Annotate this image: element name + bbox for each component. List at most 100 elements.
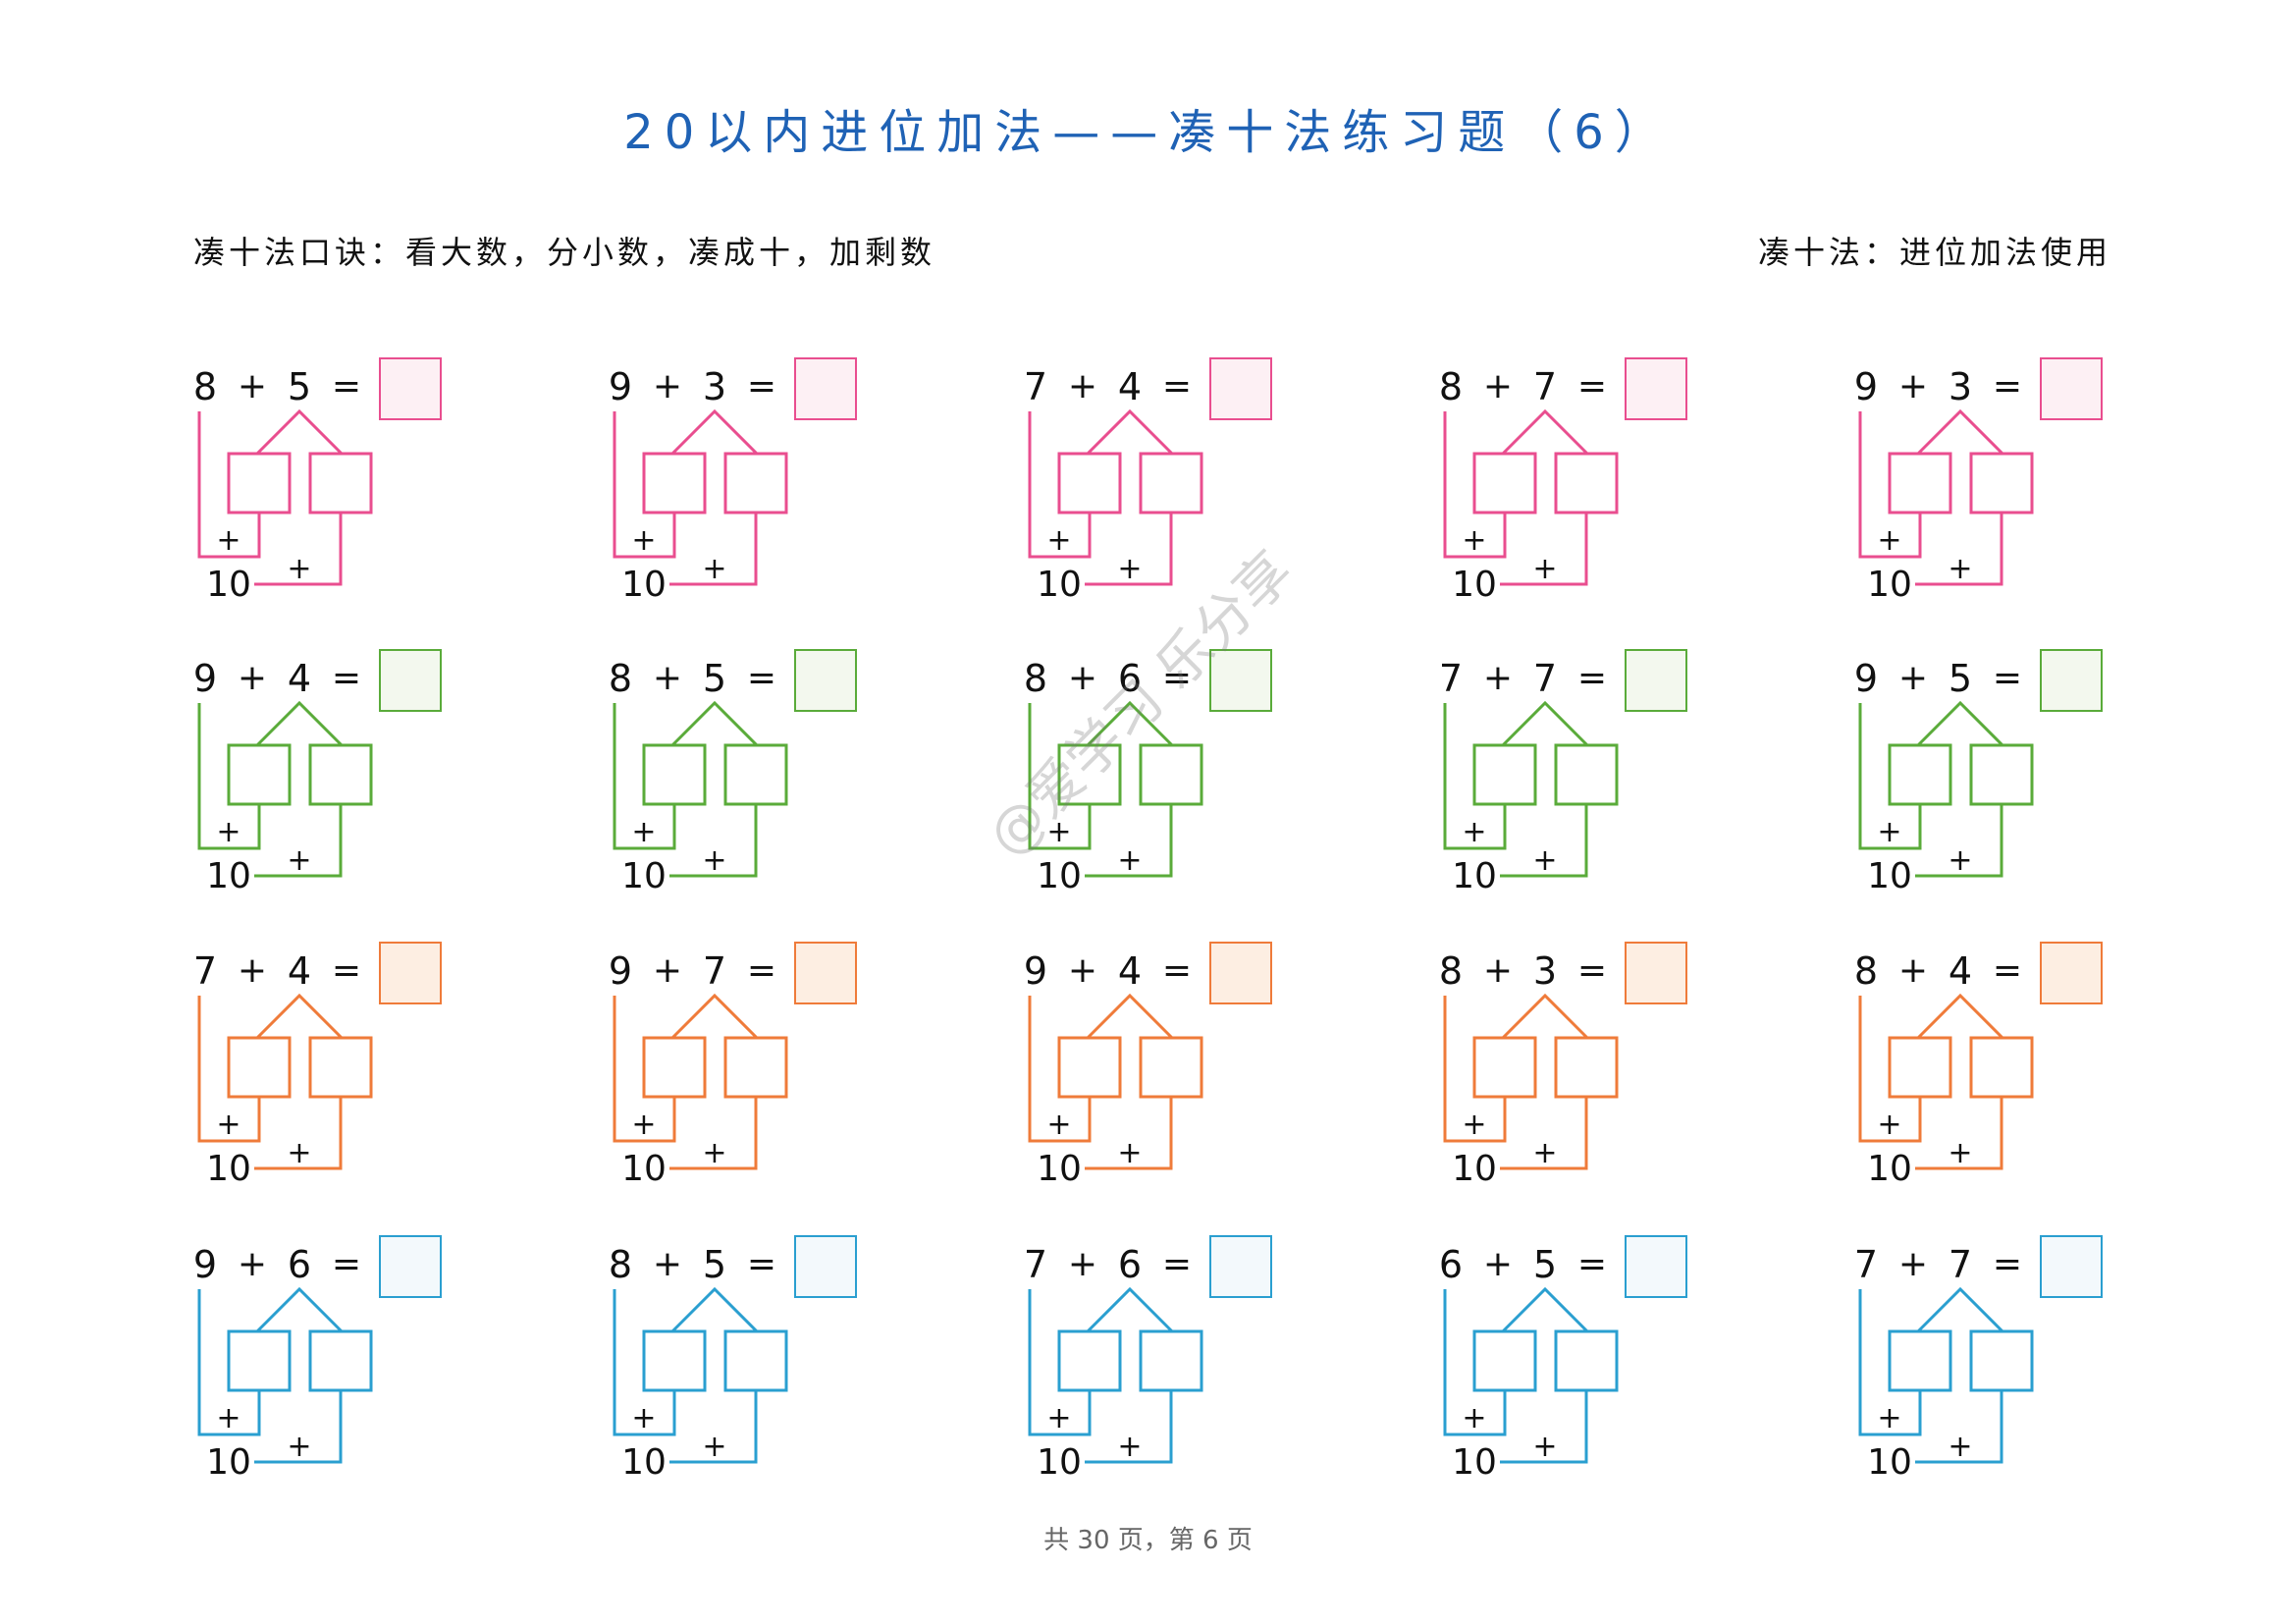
split-box-left[interactable] <box>1057 452 1122 514</box>
addend-b: 6 <box>1118 657 1142 700</box>
split-box-right[interactable] <box>723 1329 788 1392</box>
plus-sign: + <box>702 1430 726 1464</box>
problem-3-5: 8+4=++10 <box>1854 942 2103 1189</box>
split-box-left[interactable] <box>642 452 707 514</box>
split-box-right[interactable] <box>308 452 373 514</box>
split-box-left[interactable] <box>1888 1036 1952 1099</box>
ten-label: 10 <box>206 1442 251 1483</box>
split-box-left[interactable] <box>1888 743 1952 806</box>
answer-box[interactable] <box>379 649 442 712</box>
answer-box[interactable] <box>2040 1235 2103 1298</box>
split-box-right[interactable] <box>723 452 788 514</box>
addend-a: 8 <box>609 657 632 700</box>
answer-box[interactable] <box>1625 1235 1687 1298</box>
answer-box[interactable] <box>1209 942 1272 1004</box>
split-branch <box>1086 1286 1174 1333</box>
split-box-left[interactable] <box>1057 1329 1122 1392</box>
split-box-right[interactable] <box>308 1036 373 1099</box>
split-box-left[interactable] <box>1472 1329 1537 1392</box>
addend-a: 9 <box>609 365 632 408</box>
split-box-left[interactable] <box>1888 452 1952 514</box>
split-box-left[interactable] <box>642 1329 707 1392</box>
answer-box[interactable] <box>794 942 857 1004</box>
split-box-left[interactable] <box>227 1329 292 1392</box>
problem-4-1: 9+6=++10 <box>193 1235 442 1483</box>
addend-a: 7 <box>193 949 217 993</box>
split-branch <box>1501 700 1589 747</box>
split-box-right[interactable] <box>1554 1036 1619 1099</box>
split-branch <box>255 1286 344 1333</box>
split-branch <box>255 408 344 456</box>
plus-sign: + <box>1877 523 1901 558</box>
split-box-right[interactable] <box>723 743 788 806</box>
plus-sign: + <box>1948 1136 1972 1170</box>
answer-box[interactable] <box>794 649 857 712</box>
answer-box[interactable] <box>379 1235 442 1298</box>
equals-sign: = <box>1577 1244 1607 1284</box>
ten-label: 10 <box>621 856 667 896</box>
split-box-left[interactable] <box>1888 1329 1952 1392</box>
split-box-right[interactable] <box>723 1036 788 1099</box>
split-box-right[interactable] <box>1969 1036 2034 1099</box>
answer-box[interactable] <box>1209 1235 1272 1298</box>
split-box-right[interactable] <box>1139 1036 1203 1099</box>
split-box-left[interactable] <box>642 743 707 806</box>
split-box-left[interactable] <box>227 1036 292 1099</box>
add-remainder-connector <box>1085 513 1173 586</box>
split-branch <box>1916 408 2004 456</box>
plus-sign: + <box>1532 1136 1557 1170</box>
problem-4-2: 8+5=++10 <box>609 1235 857 1483</box>
split-box-right[interactable] <box>308 1329 373 1392</box>
split-box-left[interactable] <box>1472 452 1537 514</box>
ten-label: 10 <box>1452 856 1497 896</box>
answer-box[interactable] <box>2040 357 2103 420</box>
answer-box[interactable] <box>794 1235 857 1298</box>
split-box-left[interactable] <box>227 743 292 806</box>
answer-box[interactable] <box>379 942 442 1004</box>
split-box-left[interactable] <box>1472 1036 1537 1099</box>
make-ten-connector <box>1858 703 1922 850</box>
equals-sign: = <box>747 366 776 406</box>
ten-label: 10 <box>1037 565 1082 605</box>
split-box-left[interactable] <box>1057 743 1122 806</box>
split-box-left[interactable] <box>227 452 292 514</box>
split-box-right[interactable] <box>1139 743 1203 806</box>
answer-box[interactable] <box>2040 942 2103 1004</box>
equals-sign: = <box>1577 950 1607 991</box>
split-box-right[interactable] <box>1969 743 2034 806</box>
addend-a: 8 <box>193 365 217 408</box>
make-ten-connector <box>1858 1289 1922 1436</box>
answer-box[interactable] <box>1209 649 1272 712</box>
split-box-right[interactable] <box>1139 1329 1203 1392</box>
answer-box[interactable] <box>1209 357 1272 420</box>
plus-sign: + <box>216 1108 240 1142</box>
problem-3-4: 8+3=++10 <box>1439 942 1687 1189</box>
answer-box[interactable] <box>379 357 442 420</box>
answer-box[interactable] <box>1625 357 1687 420</box>
split-box-right[interactable] <box>1554 743 1619 806</box>
equals-sign: = <box>1993 1244 2022 1284</box>
split-box-left[interactable] <box>1057 1036 1122 1099</box>
split-box-right[interactable] <box>1969 452 2034 514</box>
split-box-right[interactable] <box>1554 452 1619 514</box>
split-box-right[interactable] <box>1554 1329 1619 1392</box>
answer-box[interactable] <box>2040 649 2103 712</box>
split-box-right[interactable] <box>308 743 373 806</box>
addend-b: 3 <box>1533 949 1557 993</box>
answer-box[interactable] <box>1625 942 1687 1004</box>
answer-box[interactable] <box>1625 649 1687 712</box>
split-box-left[interactable] <box>642 1036 707 1099</box>
page-footer: 共 30 页，第 6 页 <box>1043 1526 1253 1555</box>
ten-label: 10 <box>1037 856 1082 896</box>
split-branch <box>255 993 344 1040</box>
plus-sign: + <box>1068 658 1097 698</box>
addend-a: 8 <box>609 1243 632 1286</box>
add-remainder-connector <box>1085 804 1173 878</box>
split-box-left[interactable] <box>1472 743 1537 806</box>
split-box-right[interactable] <box>1139 452 1203 514</box>
addend-a: 9 <box>193 1243 217 1286</box>
plus-sign: + <box>702 552 726 586</box>
split-box-right[interactable] <box>1969 1329 2034 1392</box>
answer-box[interactable] <box>794 357 857 420</box>
plus-sign: + <box>1462 815 1486 849</box>
